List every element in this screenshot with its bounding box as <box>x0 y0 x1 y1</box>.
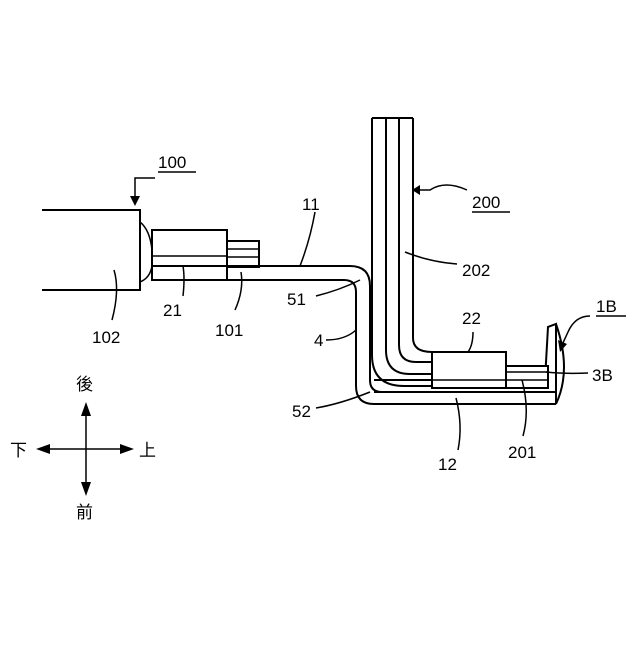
label-4: 4 <box>314 331 323 350</box>
label-51: 51 <box>287 290 306 309</box>
label-101: 101 <box>215 321 243 340</box>
label-52: 52 <box>292 402 311 421</box>
label-201: 201 <box>508 443 536 462</box>
label-102: 102 <box>92 328 120 347</box>
direction-back: 後 <box>76 375 93 394</box>
device-100 <box>42 210 152 290</box>
label-11: 11 <box>302 195 320 214</box>
label-21: 21 <box>163 301 182 320</box>
label-22: 22 <box>462 309 481 328</box>
direction-down: 下 <box>10 441 27 460</box>
label-200: 200 <box>472 193 500 212</box>
plug-101 <box>227 241 259 267</box>
label-202: 202 <box>462 261 490 280</box>
arrow-down-icon <box>81 482 91 496</box>
connector-22 <box>432 352 506 388</box>
label-1b: 1B <box>596 297 617 316</box>
arrow-up-icon <box>81 402 91 416</box>
direction-up: 上 <box>139 441 156 460</box>
direction-compass: 後 前 下 上 <box>10 375 156 522</box>
label-100: 100 <box>158 153 186 172</box>
reference-numerals: 100 200 1B 11 202 21 101 102 51 4 22 3B … <box>92 153 626 474</box>
arrow-right-icon <box>120 444 134 454</box>
label-3b: 3B <box>592 366 613 385</box>
label-12: 12 <box>438 455 457 474</box>
cable-bundle-200 <box>372 118 432 386</box>
leader-lines <box>112 178 590 450</box>
connector-21 <box>152 230 227 280</box>
arrow-left-icon <box>36 444 50 454</box>
plug-201 <box>506 366 548 388</box>
direction-front: 前 <box>76 503 93 522</box>
